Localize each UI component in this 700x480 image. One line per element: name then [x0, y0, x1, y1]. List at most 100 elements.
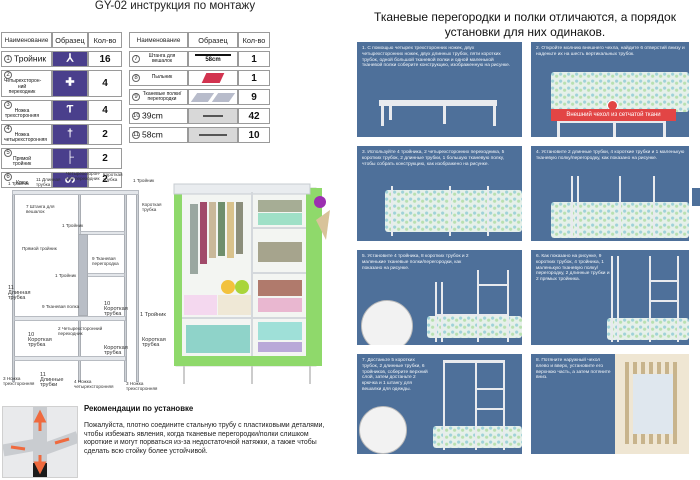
part-number: 7: [132, 55, 140, 63]
label-tee: 1 Тройник: [133, 178, 155, 183]
step-6-panel: 6. Как показано на рисунке, 9 коротких т…: [531, 250, 689, 345]
part-name: 39cm: [142, 110, 163, 121]
part-name: Четырехсторон-ний переходник: [4, 78, 42, 95]
part-qty: 1: [238, 70, 270, 86]
header-name: Наименование: [1, 32, 52, 48]
part-sample: [188, 89, 238, 105]
step-text: 8. Потяните наружный чехол влево и вверх…: [536, 358, 611, 381]
straight-tee-icon: ├: [66, 151, 74, 164]
part-number: 8: [132, 74, 140, 82]
part-number: 11: [132, 131, 140, 139]
side-tab: [692, 188, 700, 206]
part-sample: ᔕ: [52, 171, 88, 189]
part-qty: 4: [88, 99, 122, 121]
part-sample: Ƭ: [52, 99, 88, 121]
part-sample: 58cm: [188, 51, 238, 67]
wardrobe-illustration: [173, 183, 330, 384]
part-number: 10: [132, 112, 140, 120]
label-tee: 1 Тройник: [55, 273, 77, 278]
part-name: Ножка трехсторонняя: [4, 107, 40, 119]
part-name: Тройник: [14, 53, 47, 64]
part-sample: ├: [52, 147, 88, 169]
step-8-panel: 8. Потяните наружный чехол влево и вверх…: [531, 354, 689, 454]
part-number: 4: [4, 124, 12, 133]
y-connector-icon: ⅄: [66, 52, 74, 65]
steps-title: Тканевые перегородки и полки отличаются,…: [374, 10, 676, 39]
detail-lens: [359, 406, 407, 454]
table-row: 6Крюк ᔕ 2: [1, 171, 122, 189]
step-text: 3. Используйте 4 тройника, 2 четырехстор…: [362, 150, 505, 167]
label-foot: 3 Ножка трехсторонняя: [3, 376, 35, 386]
label-fabric-partition: 9 Тканевая перегородка: [92, 256, 119, 266]
label-four-way-connector: Четырехсторон-ний переходник: [66, 171, 101, 181]
parts-table-right: Наименование Образец Кол-во 7 Штанга для …: [129, 29, 270, 146]
part-qty: 2: [88, 171, 122, 189]
label-fabric-shelf: 9 Тканевая полка: [42, 304, 80, 309]
label-short-tube: 10 Короткая трубка: [28, 332, 52, 348]
part-name: 58cm: [142, 129, 163, 140]
step-5-panel: 5. Установите 4 тройника, 8 коротких тру…: [357, 250, 522, 345]
table-header-row: Наименование Образец Кол-во: [1, 32, 122, 48]
step-1-panel: 1. С помощью четырех трехсторонних ножек…: [357, 42, 522, 137]
label-foot: 3 Ножка трехсторонняя: [126, 381, 158, 391]
label-tee: 1 Тройник: [8, 181, 30, 186]
four-way-connector-icon: ✚: [65, 76, 75, 89]
label-short-tube: Короткая трубка: [142, 202, 162, 212]
finished-wardrobe-photo: [615, 354, 689, 454]
rod-length-label: 58cm: [205, 57, 221, 63]
table-header-row: Наименование Образец Кол-во: [129, 32, 270, 48]
label-short-tube: Короткая трубка: [142, 337, 166, 348]
label-short-tube: Короткая трубка: [104, 345, 128, 356]
tube-39-icon: [203, 115, 223, 117]
outer-cover-callout: Внешний чехол из сетчатой ткани: [551, 109, 676, 121]
part-qty: 10: [238, 127, 270, 143]
step-text: 1. С помощью четырех трехсторонних ножек…: [362, 46, 511, 69]
label-short-tube: Короткая трубка: [103, 172, 123, 182]
part-sample: [188, 70, 238, 86]
table-row: 4Ножка четырехсторонняя † 2: [1, 123, 122, 145]
part-qty: 1: [238, 51, 270, 67]
step-text: 4. Установите 2 длинные трубки, 4 коротк…: [536, 150, 685, 161]
table-row: 9Тканевые полки/ перегородки 9: [129, 89, 270, 105]
step-text: 6. Как показано на рисунке, 9 коротких т…: [536, 254, 610, 283]
four-way-foot-icon: †: [66, 127, 74, 140]
header-name: Наименование: [129, 32, 188, 48]
table-row: 3Ножка трехсторонняя Ƭ 4: [1, 99, 122, 121]
hook-icon: ᔕ: [65, 173, 75, 186]
fabric-shelf-icon: [190, 92, 236, 102]
step-7-panel: 7. Достаньте 5 коротких трубок, 2 длинны…: [357, 354, 522, 454]
table-row: 7 Штанга для вешалок 58cm 1: [129, 51, 270, 67]
hanger-rod-icon: [195, 54, 231, 56]
connector-photo: [2, 406, 78, 478]
frame-diagram: 1 Тройник 11 Длинная трубка Четырехсторо…: [0, 168, 170, 393]
part-number: 1: [4, 55, 12, 63]
header-sample: Образец: [188, 32, 238, 48]
part-qty: 9: [238, 89, 270, 105]
tube-58-icon: [199, 134, 227, 136]
label-straight-tee: Прямой тройник: [22, 246, 57, 251]
connector-arrows-illustration: [3, 407, 77, 477]
part-qty: 16: [88, 51, 122, 67]
step-text: 5. Установите 4 тройника, 8 коротких тру…: [362, 254, 469, 271]
part-qty: 2: [88, 147, 122, 169]
three-way-foot-icon: Ƭ: [66, 103, 74, 116]
step-text: 2. Откройте молнию внешнего чехла, найди…: [536, 46, 685, 57]
label-hanger-rod: 7 Штанга для вешалок: [26, 204, 55, 214]
part-name: Штанга для вешалок: [148, 52, 176, 64]
part-number: 3: [4, 100, 12, 109]
tips-title: Рекомендации по установке: [84, 404, 194, 413]
part-number: 9: [132, 93, 140, 101]
dust-cover-icon: [201, 73, 225, 83]
step-3-panel: 3. Используйте 4 тройника, 2 четырехстор…: [357, 146, 522, 241]
label-foot: 4 Ножка четырехсторонняя: [74, 379, 114, 389]
label-long-tubes: 11 Длинные трубки: [40, 372, 64, 388]
tips-text: Пожалуйста, плотно соедините стальную тр…: [84, 422, 325, 455]
wardrobe-photo: [170, 180, 338, 390]
part-name: Тканевые полки/ перегородки: [142, 90, 182, 102]
step-text: 7. Достаньте 5 коротких трубок, 2 длинны…: [362, 358, 428, 392]
